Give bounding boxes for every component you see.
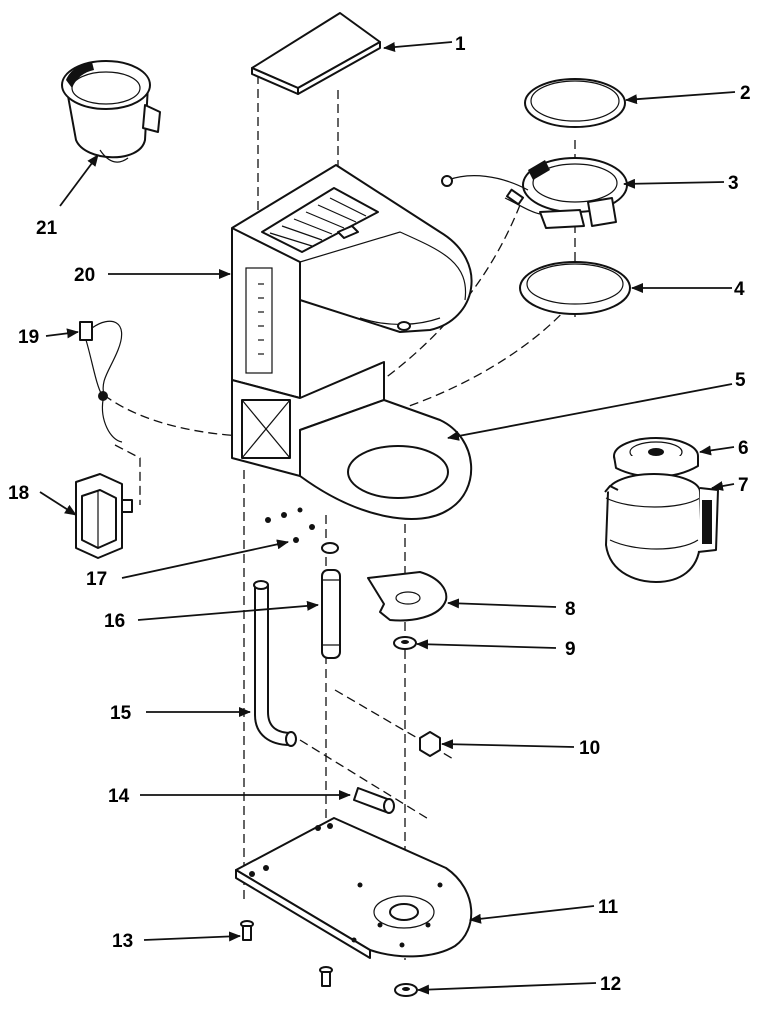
callout-11: 11 <box>598 897 619 918</box>
part-8-shield <box>367 571 448 622</box>
part-6-carafe-lid <box>613 437 699 478</box>
part-1-lid <box>251 12 381 95</box>
callout-13: 13 <box>112 931 133 952</box>
callout-10: 10 <box>579 738 600 759</box>
part-3-heating-element <box>441 157 628 229</box>
part-20-upper-housing <box>231 164 473 399</box>
callout-7: 7 <box>738 475 749 496</box>
callout-14: 14 <box>108 786 130 807</box>
part-2-gasket <box>524 78 626 128</box>
callout-6: 6 <box>738 438 749 459</box>
part-21-filter-basket <box>61 60 161 163</box>
part-13-screws <box>240 920 333 987</box>
callout-5: 5 <box>735 370 746 391</box>
callout-3: 3 <box>728 173 739 194</box>
callout-17: 17 <box>86 569 107 590</box>
callout-16: 16 <box>104 611 125 632</box>
callout-20: 20 <box>74 265 95 286</box>
callout-numbers: 1 2 3 4 5 6 7 8 9 10 11 12 13 14 15 16 1… <box>8 34 751 995</box>
callout-15: 15 <box>110 703 132 724</box>
callout-19: 19 <box>18 327 39 348</box>
part-10-nut <box>419 731 441 757</box>
part-11-base-plate <box>235 817 473 959</box>
callout-1: 1 <box>455 34 466 55</box>
part-16-tube <box>321 542 341 659</box>
callout-21: 21 <box>36 218 58 239</box>
callout-2: 2 <box>740 83 751 104</box>
part-15-elbow-tube <box>253 580 297 747</box>
callout-18: 18 <box>8 483 29 504</box>
part-4-ring <box>519 261 631 315</box>
part-7-carafe <box>604 473 719 583</box>
part-5-base-housing <box>231 361 472 520</box>
part-9-washer <box>393 636 417 650</box>
part-17-screws <box>265 507 315 543</box>
part-19-power-cord <box>79 320 123 443</box>
part-14-connector <box>353 787 395 814</box>
callout-4: 4 <box>734 279 745 300</box>
callout-9: 9 <box>565 639 576 660</box>
callout-12: 12 <box>600 974 621 995</box>
leader-lines <box>39 41 736 995</box>
callout-8: 8 <box>565 599 576 620</box>
part-12-washer <box>394 983 418 997</box>
part-18-switch <box>75 473 133 559</box>
